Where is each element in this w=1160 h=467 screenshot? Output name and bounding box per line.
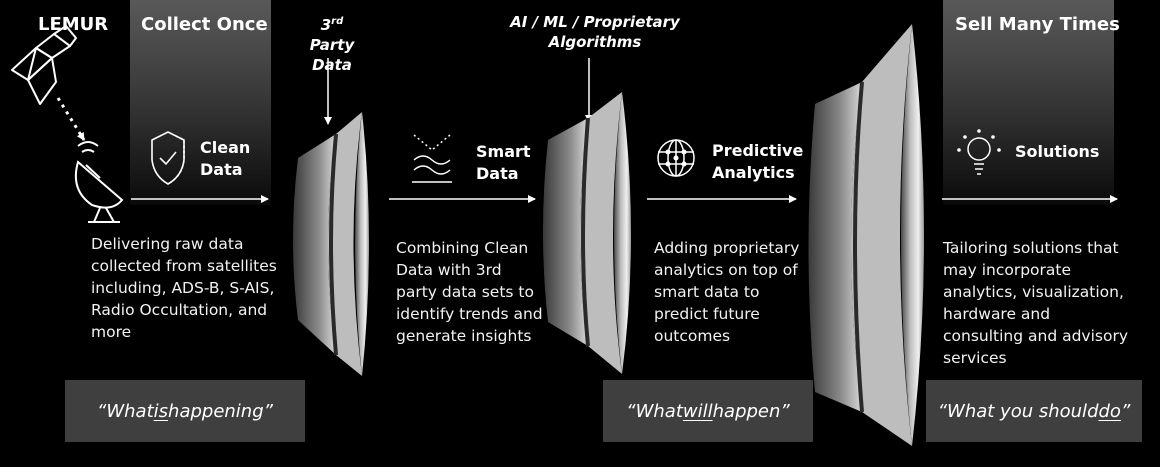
funnel-2 bbox=[543, 92, 631, 374]
quote-what-is-happening: “What is happening” bbox=[65, 380, 305, 442]
solutions-description: Tailoring solutions that may incorporate… bbox=[943, 239, 1129, 367]
collect-once-band bbox=[130, 0, 271, 205]
sell-many-band bbox=[943, 0, 1114, 205]
lightbulb-icon bbox=[957, 129, 1001, 175]
funnel-3 bbox=[808, 24, 924, 446]
solutions-label: Solutions bbox=[1015, 142, 1100, 161]
satellite-dish-icon bbox=[74, 141, 124, 223]
brand-label: LEMUR bbox=[38, 14, 109, 35]
funnel-1 bbox=[293, 112, 369, 376]
quote-what-you-should-do: “What you should do” bbox=[926, 380, 1142, 442]
predictive-analytics-description: Adding proprietary analytics on top of s… bbox=[654, 239, 800, 345]
collect-once-title: Collect Once bbox=[141, 14, 268, 35]
downlink-dotted-line bbox=[56, 97, 86, 141]
sell-many-title: Sell Many Times bbox=[955, 14, 1120, 35]
smart-data-description: Combining Clean Data with 3rd party data… bbox=[396, 239, 543, 345]
third-party-source-label: 3rd Party Data bbox=[309, 16, 355, 74]
shield-check-icon bbox=[151, 131, 185, 185]
waves-icon bbox=[412, 134, 452, 183]
globe-network-icon bbox=[657, 139, 695, 177]
quote-what-will-happen: “What will happen” bbox=[603, 380, 813, 442]
satellite-icon bbox=[11, 25, 77, 105]
clean-data-description: Delivering raw data collected from satel… bbox=[91, 235, 277, 341]
